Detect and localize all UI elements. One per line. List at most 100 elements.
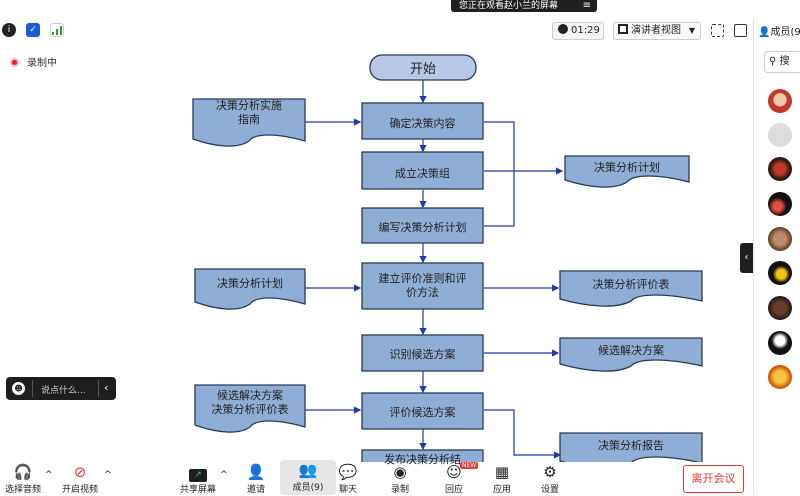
apps-button[interactable]: ▦ 应用: [474, 462, 530, 496]
settings-label: 设置: [540, 485, 559, 495]
view-mode-label: 演讲者视图: [631, 25, 681, 36]
avatar[interactable]: [768, 227, 792, 251]
gear-icon: ⚙: [543, 463, 557, 481]
search-icon: ⚲: [769, 56, 777, 67]
video-label: 开启视频: [61, 485, 98, 495]
process-box: [361, 449, 484, 462]
video-button[interactable]: ⊘ 开启视频: [52, 462, 108, 496]
record-dot-icon: [10, 58, 19, 67]
process-box: [361, 392, 484, 430]
signal-icon[interactable]: [50, 23, 64, 37]
smile-icon: ☺: [446, 463, 462, 481]
avatar[interactable]: [768, 296, 792, 320]
start-terminator: [369, 54, 477, 81]
member-search-input[interactable]: ⚲ 搜: [764, 51, 800, 73]
meeting-timer: 01:29: [552, 22, 604, 40]
record-button[interactable]: ◉ 录制: [372, 462, 428, 496]
doc-label: 决策分析计划: [594, 161, 660, 174]
video-off-icon: ⊘: [73, 463, 87, 481]
headphones-icon: 🎧: [13, 463, 33, 481]
divider: [98, 380, 99, 397]
side-panel-icon[interactable]: [734, 24, 747, 37]
chevron-up-icon[interactable]: ^: [104, 470, 112, 480]
doc-label: 决策分析评价表: [592, 278, 670, 291]
timer-text: 01:29: [571, 25, 600, 36]
audio-label: 选择音频: [4, 485, 41, 495]
avatar[interactable]: [768, 192, 792, 216]
fullscreen-icon[interactable]: [711, 24, 724, 37]
view-mode-select[interactable]: 演讲者视图 ▼: [613, 22, 701, 40]
document-shape: [559, 270, 703, 307]
document-shape: [559, 432, 703, 462]
people-icon: 👥: [298, 461, 318, 479]
person-icon: 👤: [758, 27, 771, 38]
document-shape: [564, 155, 690, 188]
step-label-line: 建立评价准则和评: [378, 272, 467, 285]
search-placeholder: 搜: [779, 56, 790, 67]
doc-label: 决策分析报告: [598, 439, 664, 452]
chevron-left-icon: ‹: [744, 252, 749, 263]
document-shape: [194, 268, 306, 310]
recording-indicator[interactable]: 录制中: [10, 54, 57, 69]
apps-icon: ▦: [494, 463, 510, 481]
layout-icon: [618, 24, 628, 34]
doc-label: 决策分析实施指南: [193, 99, 305, 127]
share-screen-icon: ↗: [170, 462, 226, 482]
members-label: 成员(9): [292, 483, 324, 493]
share-label: 共享屏幕: [179, 485, 216, 495]
chevron-left-icon[interactable]: ‹: [104, 381, 109, 394]
chat-button[interactable]: 💬 聊天: [320, 462, 376, 496]
step-label-line: 价方法: [406, 286, 439, 299]
settings-button[interactable]: ⚙ 设置: [522, 462, 578, 496]
collapse-panel-button[interactable]: ‹: [740, 243, 753, 273]
record-icon: ◉: [393, 463, 407, 481]
avatar[interactable]: [768, 331, 792, 355]
avatar[interactable]: [768, 157, 792, 181]
step-label: 识别候选方案: [389, 348, 456, 361]
doc-label: 候选解决方案: [598, 344, 664, 357]
chat-label: 聊天: [338, 485, 357, 495]
document-shape: [559, 337, 703, 372]
shield-icon[interactable]: ✓: [26, 23, 40, 37]
record-label: 录制: [390, 485, 409, 495]
invite-label: 邀请: [246, 485, 265, 495]
info-icon[interactable]: i: [2, 23, 16, 37]
chat-placeholder: 说点什么...: [41, 386, 86, 396]
step-label: 建立评价准则和评价方法: [362, 272, 483, 300]
emoji-icon[interactable]: ☻: [12, 382, 25, 395]
chat-input[interactable]: ☻ 说点什么... ‹: [6, 377, 116, 400]
doc-label: 候选解决方案决策分析评价表: [195, 389, 305, 417]
doc-label-line: 决策分析实施: [216, 99, 282, 112]
doc-label: 决策分析计划: [217, 277, 283, 290]
process-box: [361, 102, 484, 140]
react-button[interactable]: ☺ 回应: [426, 462, 482, 496]
doc-label-line: 指南: [238, 113, 260, 126]
document-shape: [192, 98, 306, 147]
panel-title: 👤成员(9: [758, 23, 800, 38]
flowchart: [192, 54, 703, 462]
menu-icon[interactable]: ≡: [582, 0, 591, 11]
new-badge: NEW: [460, 462, 479, 469]
members-button[interactable]: 👥 成员(9): [280, 460, 336, 495]
chevron-down-icon: ▼: [688, 26, 695, 35]
step-label: 编写决策分析计划: [378, 221, 467, 234]
avatar[interactable]: [768, 365, 792, 389]
avatar[interactable]: [768, 89, 792, 113]
process-box: [361, 207, 484, 244]
avatar[interactable]: [768, 123, 792, 147]
divider: [32, 380, 33, 397]
chevron-up-icon[interactable]: ^: [45, 470, 53, 480]
avatar[interactable]: [768, 261, 792, 285]
connector-lines: [305, 80, 564, 459]
invite-button[interactable]: 👤 邀请: [228, 462, 284, 496]
process-box: [361, 262, 484, 310]
leave-meeting-button[interactable]: 离开会议: [683, 465, 744, 493]
audio-button[interactable]: 🎧 选择音频: [0, 462, 51, 496]
share-screen-button[interactable]: ↗ 共享屏幕: [170, 462, 226, 496]
members-panel: 👤成员(9 ⚲ 搜: [753, 18, 800, 495]
chevron-up-icon[interactable]: ^: [220, 470, 228, 480]
process-box: [361, 334, 484, 372]
add-person-icon: 👤: [246, 463, 266, 481]
doc-label-line: 候选解决方案: [217, 389, 283, 402]
step-label: 成立决策组: [395, 167, 450, 180]
